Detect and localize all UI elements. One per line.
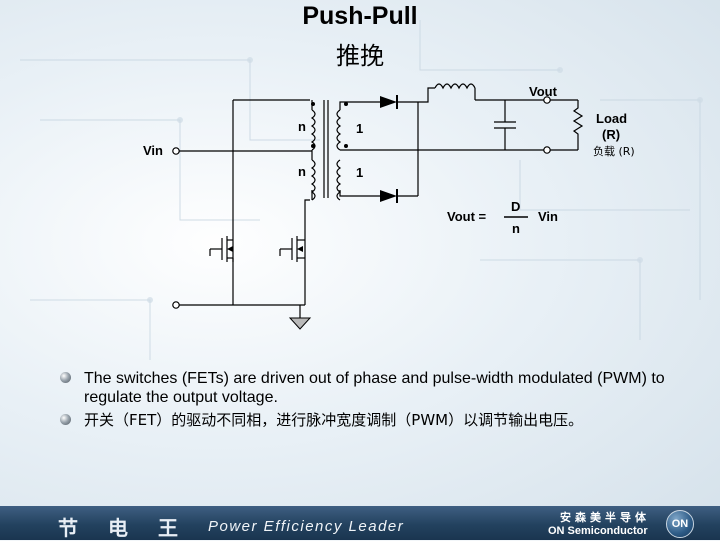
footer-brand: 节电王	[58, 516, 208, 540]
bullet-text-cn: 开关（FET）的驱动不同相，进行脉冲宽度调制（PWM）以调节输出电压。	[84, 411, 584, 429]
bullet-icon	[60, 414, 71, 425]
secondary-top-wire	[339, 101, 380, 110]
output-return-terminal	[543, 146, 551, 154]
equation-lhs: Vout =	[447, 209, 487, 224]
equation-denominator: n	[512, 221, 520, 236]
push-pull-circuit-diagram	[172, 83, 584, 330]
vout-label: Vout	[529, 84, 557, 99]
load-cn-label: 负载 (R)	[593, 145, 635, 158]
turns-1-top-label: 1	[356, 121, 364, 136]
equation-rhs: Vin	[538, 209, 558, 224]
equation-numerator: D	[511, 199, 521, 214]
footer-bar: 节电王 Power Efficiency Leader 安森美半导体 ON Se…	[0, 506, 720, 540]
on-semi-logo-icon: ON	[666, 510, 694, 538]
primary-coil-top	[310, 109, 316, 151]
ground-terminal	[172, 301, 180, 309]
vout-terminal	[543, 96, 551, 104]
footer-tagline: Power Efficiency Leader	[208, 518, 405, 535]
inductor-left-wire	[418, 87, 435, 103]
turns-n-bottom-label: n	[298, 164, 306, 179]
bullet-text-en: The switches (FETs) are driven out of ph…	[84, 370, 665, 406]
rectifier-diode-top	[380, 96, 397, 108]
primary-bottom-wire	[304, 199, 310, 305]
rectifier-diode-bottom	[380, 190, 397, 202]
ground-symbol	[288, 317, 312, 330]
polarity-dot	[311, 102, 315, 106]
turns-n-top-label: n	[298, 119, 306, 134]
load-resistor	[572, 100, 584, 150]
slide-subtitle: 推挽	[336, 42, 384, 70]
secondary-coil-top	[336, 109, 342, 151]
load-r-label: (R)	[602, 127, 621, 142]
footer-company-cn: 安森美半导体	[560, 511, 650, 524]
secondary-bottom-wire	[339, 190, 380, 197]
vin-terminal	[172, 147, 180, 155]
bullet-icon	[60, 372, 71, 383]
secondary-coil-bottom	[336, 159, 342, 201]
bullet-list: The switches (FETs) are driven out of ph…	[60, 369, 680, 430]
output-inductor	[434, 83, 476, 90]
primary-coil-bottom	[310, 159, 316, 201]
bullet-item-cn: 开关（FET）的驱动不同相，进行脉冲宽度调制（PWM）以调节输出电压。	[60, 411, 680, 430]
vin-label: Vin	[143, 143, 163, 158]
footer-company-en: ON Semiconductor	[548, 525, 648, 537]
bullet-item-en: The switches (FETs) are driven out of ph…	[60, 369, 680, 407]
background-decoration	[20, 20, 703, 360]
load-label: Load	[596, 111, 628, 126]
turns-1-bottom-label: 1	[356, 165, 364, 180]
slide-title: Push-Pull	[302, 2, 418, 30]
